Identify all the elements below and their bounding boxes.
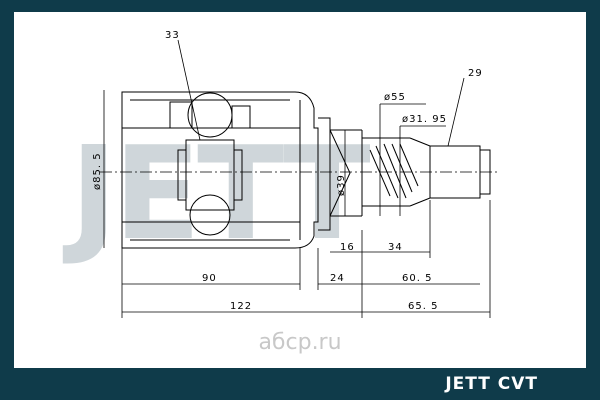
dim-90: 90 bbox=[202, 273, 217, 284]
dim-d31: ø31. 95 bbox=[402, 114, 447, 125]
callout-29: 29 bbox=[468, 68, 483, 79]
dim-122: 122 bbox=[230, 301, 252, 312]
callout-33: 33 bbox=[165, 30, 180, 41]
dim-d55: ø55 bbox=[384, 92, 406, 103]
dim-34: 34 bbox=[388, 242, 403, 253]
dim-24: 24 bbox=[330, 273, 345, 284]
dim-d39: ø39 bbox=[336, 174, 347, 196]
dim-16: 16 bbox=[340, 242, 355, 253]
dimension-lines bbox=[103, 39, 491, 318]
footer-brand: JETT CVT bbox=[445, 374, 538, 394]
dim-65-5: 65. 5 bbox=[408, 301, 438, 312]
dim-d85: ø85. 5 bbox=[92, 152, 103, 190]
footer-band bbox=[370, 368, 600, 400]
watermark-text: JETT bbox=[62, 120, 370, 269]
site-watermark: aбcp.ru bbox=[258, 330, 342, 355]
dim-60-5: 60. 5 bbox=[402, 273, 432, 284]
